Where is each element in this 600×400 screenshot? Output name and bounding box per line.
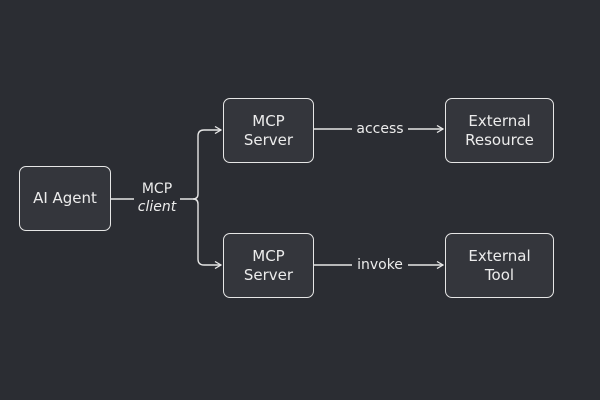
node-external-tool-line1: External (468, 246, 531, 265)
node-mcp-server-top: MCP Server (223, 98, 314, 163)
node-external-resource-line1: External (468, 111, 531, 130)
node-external-tool: External Tool (445, 233, 554, 298)
edge-client-to-branch (178, 193, 199, 200)
node-mcp-server-top-line2: Server (243, 130, 294, 149)
node-ai-agent: AI Agent (19, 166, 111, 231)
node-external-tool-line2: Tool (484, 265, 515, 284)
node-mcp-server-bottom-line1: MCP (252, 246, 285, 265)
edge-label-invoke: invoke (352, 256, 408, 274)
edge-label-access: access (352, 120, 408, 138)
edge-label-client: client (137, 199, 177, 215)
edge-branch-to-server-top (197, 130, 221, 194)
node-mcp-server-bottom: MCP Server (223, 233, 314, 298)
node-mcp-server-bottom-line2: Server (243, 265, 294, 284)
node-external-resource: External Resource (445, 98, 554, 163)
edge-label-mcp: MCP (141, 181, 173, 197)
edge-branch-to-server-bottom (192, 198, 221, 265)
node-external-resource-line2: Resource (465, 130, 534, 149)
edge-label-mcp-client: MCP client (134, 180, 180, 216)
node-mcp-server-top-line1: MCP (252, 111, 285, 130)
node-ai-agent-label: AI Agent (33, 189, 97, 207)
